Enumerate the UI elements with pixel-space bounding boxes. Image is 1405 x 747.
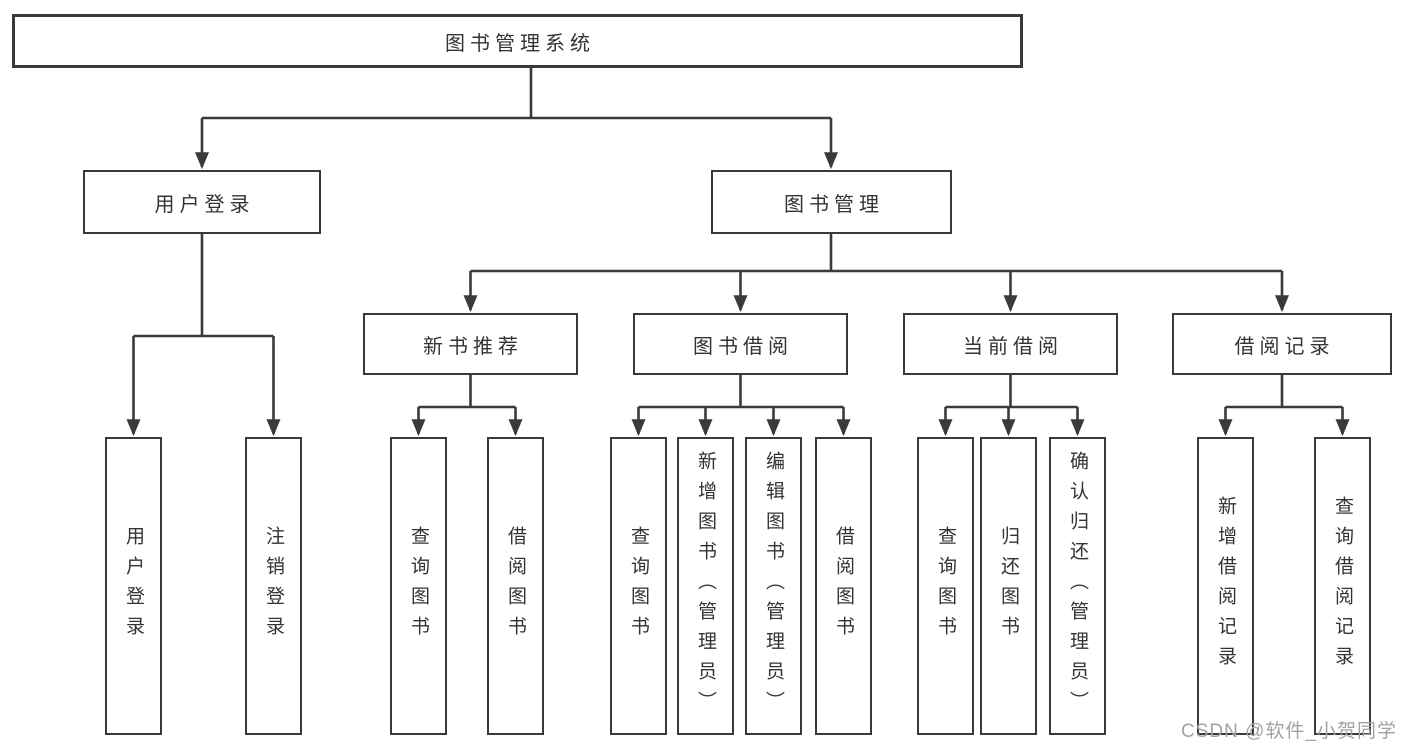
leaf-borrow-books: 借阅图书 xyxy=(815,437,872,735)
leaf-logout: 注销登录 xyxy=(245,437,302,735)
node-borrow-records: 借阅记录 xyxy=(1172,313,1392,375)
node-user-login: 用户登录 xyxy=(83,170,321,234)
leaf-edit-book-admin: 编辑图书（管理员） xyxy=(745,437,802,735)
leaf-query-books-borrow: 查询图书 xyxy=(610,437,667,735)
node-book-borrow: 图书借阅 xyxy=(633,313,848,375)
leaf-borrow-books-recommend: 借阅图书 xyxy=(487,437,544,735)
leaf-query-books-current: 查询图书 xyxy=(917,437,974,735)
node-current-borrow: 当前借阅 xyxy=(903,313,1118,375)
leaf-query-borrow-record: 查询借阅记录 xyxy=(1314,437,1371,735)
leaf-return-book: 归还图书 xyxy=(980,437,1037,735)
leaf-query-books-recommend: 查询图书 xyxy=(390,437,447,735)
leaf-add-borrow-record: 新增借阅记录 xyxy=(1197,437,1254,735)
leaf-add-book-admin: 新增图书（管理员） xyxy=(677,437,734,735)
leaf-user-login: 用户登录 xyxy=(105,437,162,735)
node-new-book-recommend: 新书推荐 xyxy=(363,313,578,375)
leaf-confirm-return-admin: 确认归还（管理员） xyxy=(1049,437,1106,735)
node-book-management: 图书管理 xyxy=(711,170,952,234)
watermark: CSDN @软件_小贺同学 xyxy=(1181,721,1397,742)
node-root: 图书管理系统 xyxy=(12,14,1023,68)
